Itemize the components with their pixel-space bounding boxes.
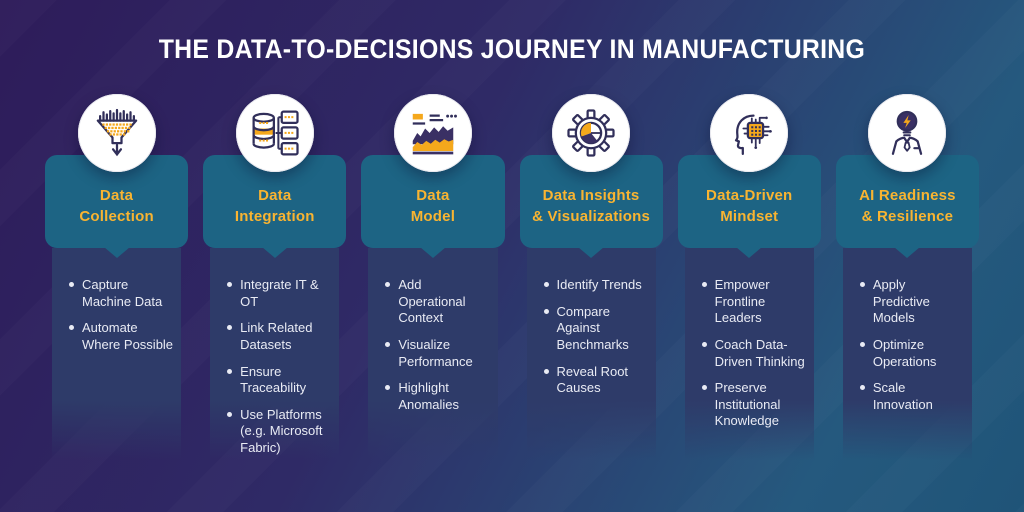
bullet-dot [385, 282, 391, 287]
bullet-text: Identify Trends [556, 277, 642, 292]
bullet-text: Highlight Anomalies [398, 380, 460, 412]
step-bullet-list: Capture Machine Data Automate Where Poss… [69, 277, 173, 354]
bullet-text: Integrate IT & OT [240, 277, 319, 309]
page-title: THE DATA-TO-DECISIONS JOURNEY IN MANUFAC… [158, 34, 866, 64]
bullet-dot [69, 325, 74, 331]
list-item: Preserve Institutional Knowledge [701, 380, 806, 430]
step-icon-circle [235, 94, 314, 172]
journey-step: Data Integration Integrate IT & OT Link … [203, 94, 347, 460]
bullet-text: Compare Against Benchmarks [556, 303, 629, 352]
list-item: Coach Data-Driven Thinking [701, 336, 806, 370]
step-title: Data-Driven Mindset [706, 187, 793, 225]
step-header-card: Data Insights & Visualizations [519, 155, 663, 248]
list-item: Automate Where Possible [69, 320, 173, 353]
step-title: Data Collection [79, 187, 154, 225]
list-item: Use Platforms (e.g. Microsoft Fabric) [227, 407, 331, 457]
bullet-text: Automate Where Possible [82, 320, 174, 352]
database-servers-icon [248, 106, 302, 160]
list-item: Scale Innovation [859, 380, 964, 413]
list-item: Compare Against Benchmarks [543, 303, 648, 354]
bullet-text: Visualize Performance [398, 336, 473, 369]
bullet-dot [227, 411, 233, 417]
step-bullet-list: Apply Predictive Models Optimize Operati… [859, 277, 964, 413]
bullet-text: Add Operational Context [398, 277, 466, 326]
step-icon-circle [393, 94, 472, 172]
journey-step: Data Collection Capture Machine Data Aut… [45, 94, 189, 460]
step-icon-circle [868, 94, 947, 172]
step-detail-panel: Integrate IT & OT Link Related Datasets … [210, 248, 340, 460]
bullet-dot [227, 282, 233, 287]
area-chart-icon [406, 106, 460, 160]
bullet-text: Link Related Datasets [240, 320, 313, 352]
step-title: Data Integration [234, 187, 315, 225]
step-detail-panel: Apply Predictive Models Optimize Operati… [842, 248, 972, 460]
step-detail-panel: Identify Trends Compare Against Benchmar… [526, 248, 656, 460]
step-bullet-list: Identify Trends Compare Against Benchmar… [543, 277, 648, 397]
step-header-card: Data Integration [203, 155, 347, 248]
list-item: Capture Machine Data [69, 277, 173, 310]
step-title: Data Insights & Visualizations [532, 187, 651, 225]
bullet-text: Capture Machine Data [82, 277, 163, 309]
bullet-dot [385, 385, 391, 391]
bullet-dot [543, 368, 549, 374]
head-chip-icon [722, 106, 776, 160]
list-item: Add Operational Context [385, 277, 489, 327]
journey-step: Data-Driven Mindset Empower Frontline Le… [677, 94, 821, 460]
step-bullet-list: Add Operational Context Visualize Perfor… [385, 277, 489, 413]
list-item: Identify Trends [543, 277, 648, 294]
bullet-dot [701, 341, 707, 347]
person-bulb-icon [880, 106, 934, 160]
bullet-text: Apply Predictive Models [872, 277, 930, 326]
bullet-dot [543, 308, 549, 314]
step-bullet-list: Integrate IT & OT Link Related Datasets … [227, 277, 331, 457]
bullet-dot [701, 282, 707, 287]
bullet-dot [227, 325, 233, 331]
bullet-dot [385, 341, 391, 347]
step-bullet-list: Empower Frontline Leaders Coach Data-Dri… [701, 277, 806, 430]
bullet-text: Ensure Traceability [240, 363, 307, 396]
bullet-dot [69, 282, 74, 287]
list-item: Visualize Performance [385, 337, 489, 370]
step-detail-panel: Add Operational Context Visualize Perfor… [368, 248, 498, 460]
bullet-dot [859, 282, 865, 287]
bullet-text: Coach Data-Driven Thinking [714, 336, 805, 369]
journey-step: Data Model Add Operational Context Visua… [361, 94, 505, 460]
step-detail-panel: Empower Frontline Leaders Coach Data-Dri… [684, 248, 814, 460]
bullet-text: Optimize Operations [872, 336, 937, 369]
gear-pie-icon [564, 106, 618, 160]
journey-step: Data Insights & Visualizations Identify … [519, 94, 663, 460]
bullet-dot [859, 385, 865, 391]
step-title: Data Model [410, 187, 456, 225]
funnel-data-icon [90, 106, 144, 160]
journey-step: AI Readiness & Resilience Apply Predicti… [835, 94, 979, 460]
step-detail-panel: Capture Machine Data Automate Where Poss… [52, 248, 182, 460]
list-item: Empower Frontline Leaders [701, 277, 806, 327]
step-icon-circle [552, 94, 631, 172]
columns: Data Collection Capture Machine Data Aut… [45, 94, 979, 460]
list-item: Ensure Traceability [227, 364, 331, 397]
list-item: Optimize Operations [859, 336, 964, 370]
bullet-dot [543, 282, 549, 287]
bullet-dot [701, 385, 707, 391]
list-item: Link Related Datasets [227, 320, 331, 353]
list-item: Reveal Root Causes [543, 363, 648, 397]
step-icon-circle [77, 94, 156, 172]
list-item: Apply Predictive Models [859, 277, 964, 327]
bullet-text: Scale Innovation [872, 380, 933, 412]
bullet-text: Preserve Institutional Knowledge [714, 380, 781, 429]
step-icon-circle [710, 94, 789, 172]
bullet-dot [227, 368, 233, 374]
list-item: Integrate IT & OT [227, 277, 331, 310]
bullet-dot [859, 341, 865, 347]
step-title: AI Readiness & Resilience [859, 187, 956, 225]
bullet-text: Reveal Root Causes [556, 363, 629, 396]
bullet-text: Empower Frontline Leaders [714, 277, 770, 326]
bullet-text: Use Platforms (e.g. Microsoft Fabric) [240, 406, 323, 455]
list-item: Highlight Anomalies [385, 380, 489, 413]
